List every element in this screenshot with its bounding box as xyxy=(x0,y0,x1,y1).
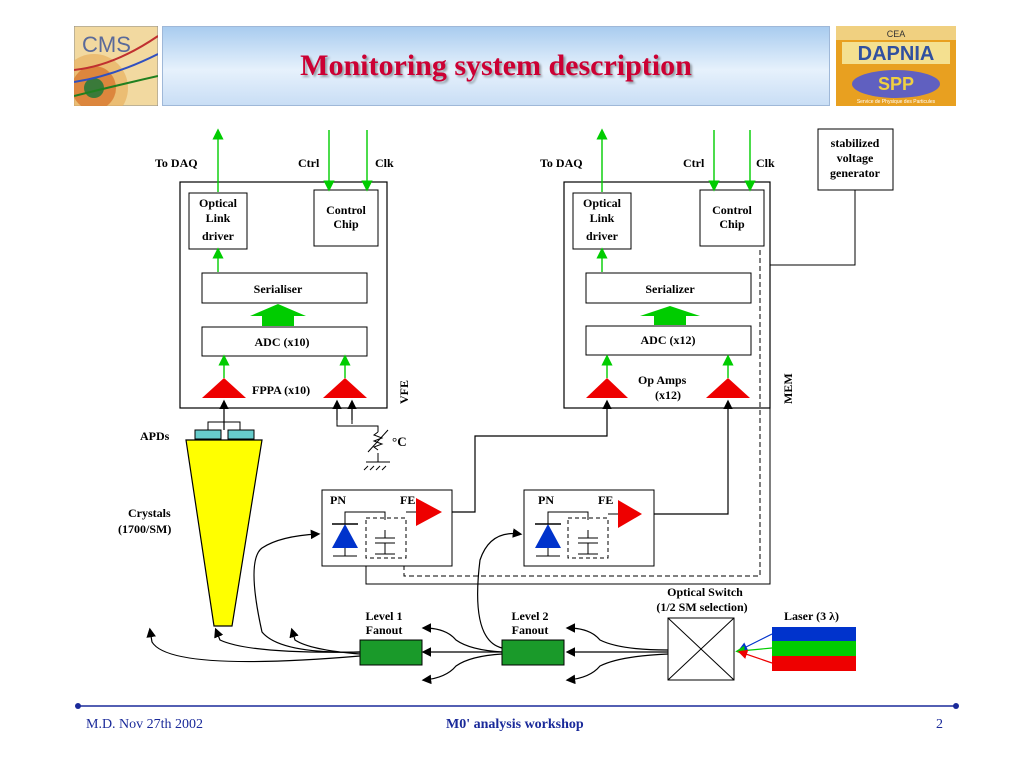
laser-blue xyxy=(772,627,856,641)
pn1-label: PN xyxy=(330,493,346,507)
optical-switch: Optical Switch (1/2 SM selection) xyxy=(656,585,748,681)
left-control-line2: Chip xyxy=(333,217,359,231)
dapnia-text: DAPNIA xyxy=(858,43,935,65)
mem-label: MEM xyxy=(781,373,795,404)
right-data-arrow xyxy=(640,306,700,325)
vgen-line3: generator xyxy=(830,166,881,180)
optical-switch-label-1: Optical Switch xyxy=(667,585,743,599)
right-amp-triangle-2 xyxy=(706,378,750,398)
spp-mark: SPP xyxy=(878,74,914,94)
crystal-assembly: APDs Crystals (1700/SM) xyxy=(118,421,263,627)
footer-rule xyxy=(75,703,959,709)
footer-author: M.D. Nov 27th 2002 xyxy=(86,717,204,732)
left-control-chip-box xyxy=(313,189,379,247)
left-serialiser-label: Serialiser xyxy=(254,282,303,296)
apd-1 xyxy=(194,429,222,440)
left-clk-label: Clk xyxy=(375,156,394,170)
level1-label-2: Fanout xyxy=(366,623,403,637)
footer-event: M0' analysis workshop xyxy=(446,717,584,732)
right-optical-line2: Link xyxy=(590,211,615,225)
right-amp-label-2: (x12) xyxy=(655,388,681,402)
fanout-level2: Level 2 Fanout xyxy=(501,609,565,666)
fe2-amp xyxy=(618,500,642,528)
vgen-line2: voltage xyxy=(837,151,874,165)
right-ctrl-label: Ctrl xyxy=(683,156,705,170)
left-optical-line3: driver xyxy=(202,229,235,243)
vfe-label: VFE xyxy=(397,380,411,404)
cms-logo-text: CMS xyxy=(82,32,131,57)
left-adc-box xyxy=(201,326,368,357)
left-ctrl-label: Ctrl xyxy=(298,156,320,170)
left-control-line1: Control xyxy=(326,203,366,217)
right-control-line1: Control xyxy=(712,203,752,217)
spp-subtext: Service de Physique des Particules xyxy=(857,99,936,105)
right-amp-label-1: Op Amps xyxy=(638,373,687,387)
fe1-amp xyxy=(416,498,442,526)
right-clk-label: Clk xyxy=(756,156,775,170)
right-serializer-box xyxy=(585,272,752,304)
left-amp-triangle-2 xyxy=(323,378,367,398)
fe2-label: FE xyxy=(598,493,613,507)
dapnia-logo: CEA DAPNIA SPP Service de Physique des P… xyxy=(836,26,956,106)
right-adc-box xyxy=(585,325,752,356)
left-serialiser-box xyxy=(201,272,368,304)
right-optical-line3: driver xyxy=(586,229,619,243)
level2-label-2: Fanout xyxy=(512,623,549,637)
thermistor: °C xyxy=(336,420,407,471)
level2-label-1: Level 2 xyxy=(512,609,549,623)
laser: Laser (3 λ) xyxy=(735,609,856,671)
left-optical-line2: Link xyxy=(206,211,231,225)
voltage-generator: stabilized voltage generator xyxy=(365,128,894,585)
crystal xyxy=(185,439,263,627)
vgen-line1: stabilized xyxy=(831,136,880,150)
crystals-label-2: (1700/SM) xyxy=(118,522,171,536)
fiber-paths xyxy=(146,528,669,685)
apd-2 xyxy=(227,429,255,440)
left-adc-label: ADC (x10) xyxy=(255,335,310,349)
pn-box-2: PN FE xyxy=(523,489,655,567)
title-bar: Monitoring system description xyxy=(162,26,830,106)
cms-logo: CMS xyxy=(74,26,158,106)
laser-label: Laser (3 λ) xyxy=(784,609,839,623)
right-amp-triangle-1 xyxy=(586,378,628,398)
right-serializer-label: Serializer xyxy=(645,282,695,296)
right-optical-link-box xyxy=(572,192,632,250)
crystals-label-1: Crystals xyxy=(128,506,171,520)
optical-switch-label-2: (1/2 SM selection) xyxy=(656,600,747,614)
left-amp-triangle-1 xyxy=(202,378,246,398)
left-to-daq-label: To DAQ xyxy=(155,156,198,170)
pn1-diode xyxy=(332,524,358,548)
level1-label-1: Level 1 xyxy=(366,609,403,623)
left-data-arrow xyxy=(250,304,306,326)
right-control-chip-box xyxy=(699,189,765,247)
laser-green xyxy=(772,641,856,656)
vfe-module: VFE To DAQ Ctrl Clk Optical Link driver … xyxy=(155,128,411,430)
left-optical-line1: Optical xyxy=(199,196,238,210)
left-amp-label: FPPA (x10) xyxy=(252,383,310,397)
footer-page-number: 2 xyxy=(936,717,943,732)
right-to-daq-label: To DAQ xyxy=(540,156,583,170)
cea-text: CEA xyxy=(887,29,906,39)
right-optical-line1: Optical xyxy=(583,196,622,210)
pn2-label: PN xyxy=(538,493,554,507)
right-control-line2: Chip xyxy=(719,217,745,231)
temperature-label: °C xyxy=(392,434,407,449)
apds-label: APDs xyxy=(140,429,170,443)
fanout-level1: Level 1 Fanout xyxy=(359,609,423,666)
laser-red xyxy=(772,656,856,671)
pn2-diode xyxy=(535,524,561,548)
mem-module: MEM To DAQ Ctrl Clk Optical Link driver … xyxy=(442,128,795,515)
pn-box-1: PN FE xyxy=(321,489,453,567)
fe1-label: FE xyxy=(400,493,415,507)
page-title: Monitoring system description xyxy=(300,49,692,82)
right-adc-label: ADC (x12) xyxy=(641,333,696,347)
